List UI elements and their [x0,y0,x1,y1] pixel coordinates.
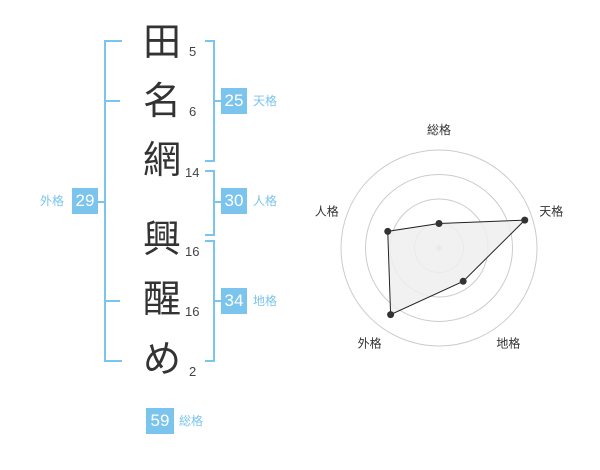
soukaku-label: 総格 [179,414,204,428]
stroke-count-5: 16 [185,304,200,319]
radar-axis-label-5: 人格 [315,204,339,219]
gaikaku-connector [98,201,106,203]
radar-ring-4 [340,149,538,347]
radar-point-5 [384,227,392,235]
name-char-1: 田 [142,20,181,64]
stroke-count-6: 2 [189,364,197,379]
radar-points [384,216,529,319]
gaikaku-label: 外格 [40,194,65,208]
radar-point-3 [459,277,467,285]
name-char-6: め [142,337,181,381]
name-char-4: 興 [142,217,181,261]
chikaku-connector [213,300,221,302]
radar-point-4 [387,311,395,319]
tenkaku-connector [213,100,221,102]
radar-axis-label-4: 外格 [358,335,382,350]
jinkaku-value-badge: 30 [221,188,247,214]
jinkaku-bracket [205,170,215,236]
gaikaku-inner-tick-1 [106,100,120,102]
tenkaku-label: 天格 [253,94,278,108]
gaikaku-inner-tick-2 [106,300,120,302]
tenkaku-value-badge: 25 [221,88,247,114]
gaikaku-value-badge: 29 [72,188,98,214]
chikaku-value-badge: 34 [221,288,247,314]
chikaku-label: 地格 [253,294,278,308]
stroke-count-3: 14 [185,165,200,180]
jinkaku-connector [213,201,221,203]
stroke-count-2: 6 [189,104,197,119]
radar-axis-label-3: 地格 [496,335,520,350]
name-char-5: 醒 [142,277,181,321]
radar-axis-label-1: 総格 [427,122,451,137]
radar-area [387,219,527,316]
gaikaku-bracket [104,40,122,362]
radar-point-2 [521,216,529,224]
soukaku-value-badge: 59 [146,408,174,434]
stroke-count-1: 5 [189,44,197,59]
name-char-3: 網 [142,138,181,182]
radar-ring-3 [365,174,513,322]
jinkaku-label: 人格 [253,194,278,208]
stroke-count-4: 16 [185,244,200,259]
name-char-2: 名 [142,79,181,123]
radar-point-1 [435,220,443,227]
radar-axis-label-2: 天格 [539,204,563,219]
